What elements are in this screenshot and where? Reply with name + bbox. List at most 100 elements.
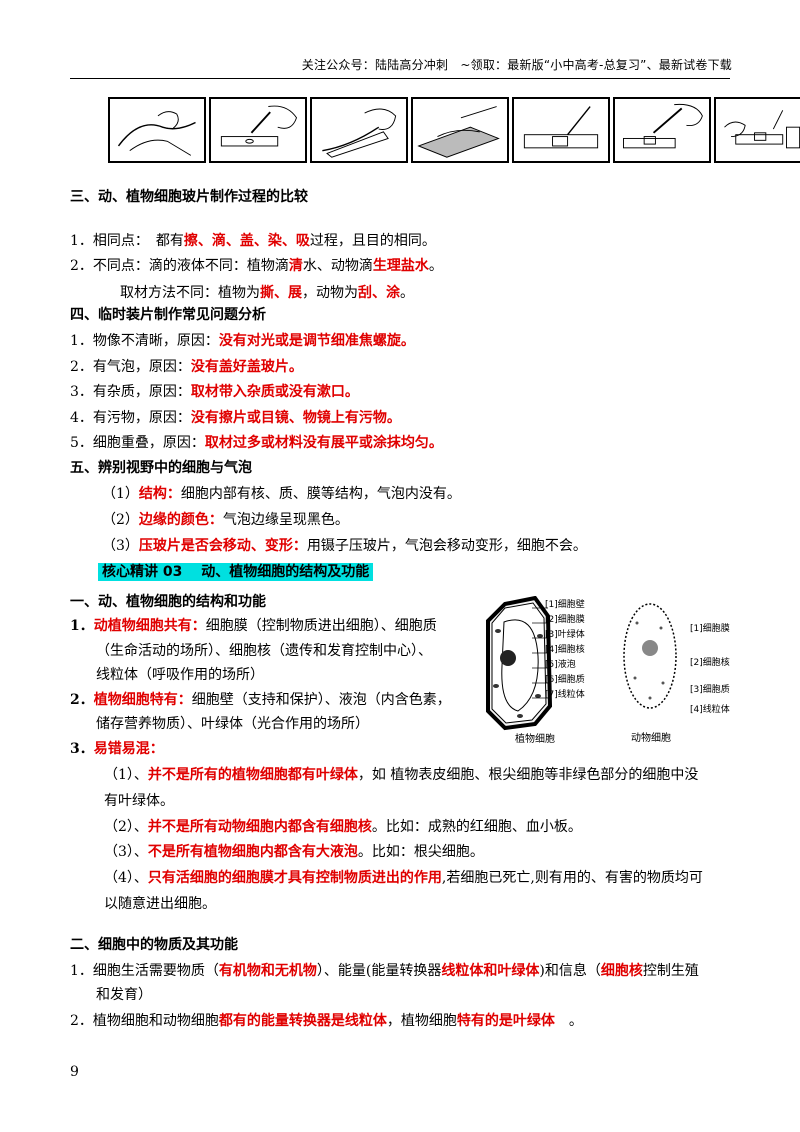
part2-item-2: 2．植物细胞和动物细胞都有的能量转换器是线粒体，植物细胞特有的是叶绿体 。 bbox=[70, 1011, 583, 1031]
text: 5．细胞重叠，原因： bbox=[70, 435, 205, 451]
sec4-item-5: 5．细胞重叠，原因：取材过多或材料没有展平或涂抹均匀。 bbox=[70, 433, 443, 453]
sec3-same-point: 1．相同点： 都有擦、滴、盖、染、吸过程，且目的相同。 bbox=[70, 231, 436, 251]
part1-common-line1: 1．动植物细胞共有：细胞膜（控制物质进出细胞）、细胞质 bbox=[70, 616, 437, 636]
text: 2．不同点：滴的液体不同：植物滴 bbox=[70, 258, 289, 274]
plant-cell-diagram: 植物细胞 bbox=[486, 596, 555, 745]
highlight: 刮、涂 bbox=[358, 285, 400, 301]
highlight: 线粒体和叶绿体 bbox=[441, 963, 540, 979]
text: 2． bbox=[70, 692, 94, 708]
sec5-item-3: （3）压玻片是否会移动、变形：用镊子压玻片，气泡会移动变形，细胞不会。 bbox=[102, 536, 587, 556]
highlight: 动植物细胞共有： bbox=[93, 618, 206, 634]
highlight: 结构： bbox=[138, 486, 181, 502]
step-drip-water-image bbox=[209, 97, 307, 163]
plant-label: [7]线粒体 bbox=[545, 690, 585, 700]
core-topic-title: 核心精讲 03 动、植物细胞的结构及功能 bbox=[98, 563, 374, 581]
text: 1．物像不清晰，原因： bbox=[70, 333, 219, 349]
procedure-steps-row bbox=[108, 97, 800, 163]
part1-title: 一、动、植物细胞的结构和功能 bbox=[70, 594, 266, 610]
core-topic-banner: 核心精讲 03 动、植物细胞的结构及功能 bbox=[98, 562, 374, 582]
step-stain-image bbox=[613, 97, 711, 163]
highlight: 不是所有植物细胞内都含有大液泡 bbox=[147, 844, 358, 860]
text: 细胞壁（支持和保护）、液泡（内含色素， bbox=[191, 692, 451, 708]
text: ，植物细胞 bbox=[386, 1013, 457, 1029]
animal-cell-diagram: 动物细胞 bbox=[623, 603, 677, 743]
section4-title: 四、临时装片制作常见问题分析 bbox=[70, 307, 266, 323]
animal-label: [2]细胞核 bbox=[690, 658, 730, 668]
text: 3．有杂质，原因： bbox=[70, 384, 191, 400]
plant-label: [5]液泡 bbox=[545, 660, 576, 670]
svg-text:动物细胞: 动物细胞 bbox=[631, 731, 671, 743]
text: （2）、 bbox=[104, 819, 148, 835]
part1-common-line2: （生命活动的场所）、细胞核（遗传和发育控制中心）、 bbox=[96, 643, 432, 659]
plant-cell-labels: [1]细胞壁 [2]细胞膜 [3]叶绿体 [4]细胞核 [5]液泡 [6]细胞质… bbox=[545, 598, 585, 703]
animal-label: [4]线粒体 bbox=[690, 705, 730, 715]
text: 。 bbox=[428, 258, 443, 274]
highlight: 生理盐水 bbox=[372, 258, 429, 274]
text: 细胞内部有核、质、膜等结构，气泡内没有。 bbox=[180, 486, 461, 502]
part1-confusion-title: 3．易错易混： bbox=[70, 739, 164, 759]
text: 1．细胞生活需要物质（ bbox=[70, 963, 219, 979]
text: 过程，且目的相同。 bbox=[309, 233, 436, 249]
highlight: 并不是所有的植物细胞都有叶绿体 bbox=[147, 767, 358, 783]
highlight: 取材过多或材料没有展平或涂抹均匀。 bbox=[204, 435, 443, 451]
confusion-item-1: （1）、并不是所有的植物细胞都有叶绿体，如 植物表皮细胞、根尖细胞等非绿色部分的… bbox=[104, 765, 698, 785]
text: 。比如：成熟的红细胞、血小板。 bbox=[371, 819, 582, 835]
plant-label: [2]细胞膜 bbox=[545, 615, 585, 625]
sec3-diff-liquid: 2．不同点：滴的液体不同：植物滴清水、动物滴生理盐水。 bbox=[70, 256, 443, 276]
highlight: 都有的能量转换器是线粒体 bbox=[218, 1013, 387, 1029]
highlight: 撕、展 bbox=[260, 285, 302, 301]
text: 4．有污物，原因： bbox=[70, 410, 191, 426]
highlight: 有机物和无机物 bbox=[218, 963, 317, 979]
sec4-item-2: 2．有气泡，原因：没有盖好盖玻片。 bbox=[70, 357, 303, 377]
part2-item-1: 1．细胞生活需要物质（有机物和无机物）、能量(能量转换器线粒体和叶绿体)和信息（… bbox=[70, 961, 699, 981]
text: ,若细胞已死亡,则有用的、有害的物质均可 bbox=[441, 870, 703, 886]
text: ，动物为 bbox=[302, 285, 358, 301]
highlight: 没有对光或是调节细准焦螺旋。 bbox=[218, 333, 415, 349]
text: 。 bbox=[400, 285, 414, 301]
text: )和信息（ bbox=[539, 963, 601, 979]
plant-label-leaders bbox=[532, 607, 548, 699]
text: 细胞膜（控制物质进出细胞）、细胞质 bbox=[205, 618, 437, 634]
plant-label: [1]细胞壁 bbox=[545, 600, 585, 610]
text: 。比如：根尖细胞。 bbox=[357, 844, 484, 860]
plant-label: [4]细胞核 bbox=[545, 645, 585, 655]
step-cover-slip-image bbox=[512, 97, 610, 163]
text: 。 bbox=[554, 1013, 583, 1029]
animal-cell-labels: [1]细胞膜 [2]细胞核 [3]细胞质 [4]线粒体 bbox=[690, 612, 730, 720]
text: ）、能量(能量转换器 bbox=[316, 963, 442, 979]
highlight: 特有的是叶绿体 bbox=[456, 1013, 555, 1029]
part1-plant-line1: 2．植物细胞特有：细胞壁（支持和保护）、液泡（内含色素， bbox=[70, 690, 451, 710]
text: 3． bbox=[70, 741, 94, 757]
confusion-item-4-cont: 以随意进出细胞。 bbox=[104, 896, 216, 912]
text: 2．植物细胞和动物细胞 bbox=[70, 1013, 219, 1029]
plant-label: [3]叶绿体 bbox=[545, 630, 585, 640]
highlight: 没有盖好盖玻片。 bbox=[190, 359, 303, 375]
step-tear-epidermis-image bbox=[310, 97, 408, 163]
text: 取材方法不同：植物为 bbox=[120, 285, 260, 301]
sec5-item-2: （2）边缘的颜色：气泡边缘呈现黑色。 bbox=[102, 510, 349, 530]
part1-common-line3: 线粒体（呼吸作用的场所） bbox=[96, 667, 264, 683]
text: 1．相同点： 都有 bbox=[70, 233, 184, 249]
text: 水、动物滴 bbox=[302, 258, 373, 274]
highlight: 只有活细胞的细胞膜才具有控制物质进出的作用 bbox=[147, 870, 442, 886]
text: （3） bbox=[102, 538, 139, 554]
svg-text:植物细胞: 植物细胞 bbox=[515, 732, 555, 745]
sec4-item-1: 1．物像不清晰，原因：没有对光或是调节细准焦螺旋。 bbox=[70, 331, 415, 351]
animal-label: [3]细胞质 bbox=[690, 685, 730, 695]
text: （4）、 bbox=[104, 870, 148, 886]
confusion-item-1-cont: 有叶绿体。 bbox=[104, 793, 174, 809]
text: 气泡边缘呈现黑色。 bbox=[222, 512, 349, 528]
highlight: 易错易混： bbox=[93, 741, 164, 757]
header-divider bbox=[70, 78, 730, 79]
animal-label: [1]细胞膜 bbox=[690, 624, 730, 634]
confusion-item-3: （3）、不是所有植物细胞内都含有大液泡。比如：根尖细胞。 bbox=[104, 842, 484, 862]
part2-title: 二、细胞中的物质及其功能 bbox=[70, 937, 238, 953]
step-draw-stain-image bbox=[714, 97, 800, 163]
text: （2） bbox=[102, 512, 139, 528]
step-spread-sample-image bbox=[411, 97, 509, 163]
section3-title: 三、动、植物细胞玻片制作过程的比较 bbox=[70, 189, 308, 205]
highlight: 边缘的颜色： bbox=[138, 512, 223, 528]
highlight: 擦、滴、盖、染、吸 bbox=[183, 233, 310, 249]
highlight: 清 bbox=[288, 258, 303, 274]
highlight: 植物细胞特有： bbox=[93, 692, 192, 708]
